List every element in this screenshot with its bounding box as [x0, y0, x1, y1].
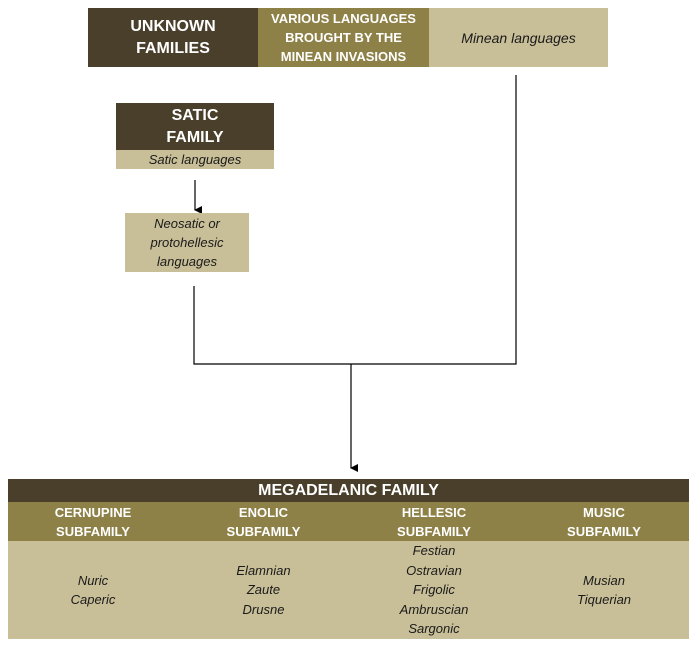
subfamily-header-cernupine: CERNUPINE SUBFAMILY: [8, 502, 178, 541]
megadelanic-family-title: MEGADELANIC FAMILY: [8, 479, 689, 502]
subfamily-header-enolic: ENOLIC SUBFAMILY: [178, 502, 349, 541]
merge-connector: [193, 75, 517, 365]
satic-family-title: SATIC FAMILY: [116, 103, 274, 150]
unknown-families-box: UNKNOWN FAMILIES: [88, 8, 258, 67]
subfamily-header-hellesic: HELLESIC SUBFAMILY: [349, 502, 519, 541]
subfamily-languages-enolic: Elamnian Zaute Drusne: [178, 541, 349, 639]
neosatic-box: Neosatic or protohellesic languages: [125, 213, 249, 272]
minean-invasions-box: VARIOUS LANGUAGES BROUGHT BY THE MINEAN …: [258, 8, 429, 67]
subfamily-header-music: MUSIC SUBFAMILY: [519, 502, 689, 541]
satic-languages-box: Satic languages: [116, 150, 274, 169]
minean-languages-box: Minean languages: [429, 8, 608, 67]
subfamily-languages-cernupine: Nuric Caperic: [8, 541, 178, 639]
subfamily-languages-hellesic: Festian Ostravian Frigolic Ambruscian Sa…: [349, 541, 519, 639]
subfamily-languages-music: Musian Tiquerian: [519, 541, 689, 639]
